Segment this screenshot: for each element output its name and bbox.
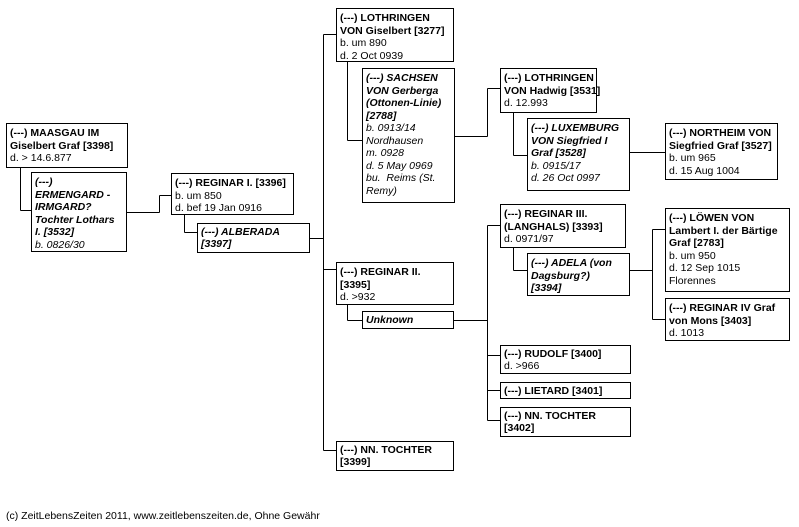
person-detail-line: d. > 14.6.877 bbox=[10, 152, 72, 164]
person-name-line: (---) REGINAR II. bbox=[340, 266, 421, 278]
person-name-line: [2788] bbox=[366, 109, 397, 122]
spouse-box-alberada: (---) ALBERADA[3397] bbox=[197, 223, 310, 253]
person-name-line: Graf [3528] bbox=[531, 147, 586, 159]
person-name-line: (---) ALBERADA bbox=[201, 226, 280, 238]
person-name-line: (LANGHALS) [3393] bbox=[504, 220, 603, 233]
person-detail-line: d. >966 bbox=[504, 360, 540, 372]
person-name-line: (---) MAASGAU IM bbox=[10, 127, 100, 139]
person-name-line: (---) ADELA (von bbox=[531, 257, 612, 269]
person-name-line: (---) LOTHRINGEN bbox=[504, 72, 594, 84]
person-detail-line: d. 2 Oct 0939 bbox=[340, 49, 404, 62]
person-detail-line: b. 0913/14 bbox=[366, 122, 416, 134]
person-name-line: (---) REGINAR IV Graf bbox=[669, 302, 776, 314]
person-detail-line: Nordhausen bbox=[366, 134, 424, 147]
person-detail-line: b. 0915/17 bbox=[531, 159, 581, 172]
person-detail-line: Florennes bbox=[669, 274, 716, 287]
person-box-rudolf: (---) RUDOLF [3400]d. >966 bbox=[500, 345, 631, 374]
person-name-line: VON Siegfried I bbox=[531, 134, 608, 147]
person-box-reginar2: (---) REGINAR II.[3395]d. >932 bbox=[336, 262, 454, 305]
person-detail-line: d. 1013 bbox=[669, 327, 705, 339]
person-name-line: (---) NN. TOCHTER bbox=[504, 410, 596, 422]
person-detail-line: Remy) bbox=[366, 184, 397, 197]
person-detail-line: d. bef 19 Jan 0916 bbox=[175, 202, 262, 214]
copyright-footer: (c) ZeitLebensZeiten 2011, www.zeitleben… bbox=[6, 510, 320, 522]
person-detail-line: b. 0826/30 bbox=[35, 238, 85, 251]
person-name-line: (---) LÖWEN VON bbox=[669, 212, 755, 224]
person-name-line: (---) NN. TOCHTER bbox=[340, 444, 432, 456]
person-detail-line: d. 5 May 0969 bbox=[366, 159, 433, 172]
person-detail-line: d. 15 Aug 1004 bbox=[669, 164, 740, 177]
person-name-line: von Mons [3403] bbox=[669, 314, 752, 327]
person-box-nn-tochter-3402: (---) NN. TOCHTER[3402] bbox=[500, 407, 631, 437]
person-name-line: [3399] bbox=[340, 456, 371, 468]
person-detail-line: b. um 950 bbox=[669, 249, 716, 262]
spouse-box-unknown: Unknown bbox=[362, 311, 454, 329]
person-name-line: ERMENGARD - bbox=[35, 188, 111, 201]
person-name-line: (---) bbox=[35, 176, 53, 188]
person-detail-line: d. 26 Oct 0997 bbox=[531, 172, 600, 184]
person-detail-line: d. 12 Sep 1015 bbox=[669, 262, 741, 274]
person-name-line: Siegfried Graf [3527] bbox=[669, 139, 772, 152]
person-name-line: (---) RUDOLF [3400] bbox=[504, 348, 602, 360]
person-box-nn-tochter-3399: (---) NN. TOCHTER[3399] bbox=[336, 441, 454, 471]
person-name-line: VON Giselbert [3277] bbox=[340, 24, 445, 37]
person-name-line: Unknown bbox=[366, 314, 414, 326]
person-name-line: [3395] bbox=[340, 278, 371, 291]
person-name-line: Lambert I. der Bärtige bbox=[669, 224, 778, 237]
person-name-line: VON Hadwig [3531] bbox=[504, 84, 601, 97]
person-name-line: Graf [2783] bbox=[669, 237, 724, 249]
person-box-reginar3: (---) REGINAR III.(LANGHALS) [3393]d. 09… bbox=[500, 204, 626, 248]
person-name-line: (---) REGINAR III. bbox=[504, 208, 588, 220]
person-name-line: [3397] bbox=[201, 238, 232, 250]
person-name-line: VON Gerberga bbox=[366, 84, 439, 97]
person-name-line: I. [3532] bbox=[35, 226, 75, 238]
person-detail-line: b. um 850 bbox=[175, 189, 222, 202]
person-detail-line: d. 12.993 bbox=[504, 97, 548, 109]
person-name-line: Giselbert Graf [3398] bbox=[10, 139, 114, 152]
person-detail-line: b. um 890 bbox=[340, 37, 387, 49]
person-detail-line: d. >932 bbox=[340, 291, 376, 303]
person-name-line: Dagsburg?) bbox=[531, 269, 590, 282]
person-name-line: (---) SACHSEN bbox=[366, 72, 438, 84]
person-name-line: IRMGARD? bbox=[35, 201, 92, 213]
person-name-line: [3402] bbox=[504, 422, 535, 434]
person-name-line: (---) LOTHRINGEN bbox=[340, 12, 430, 24]
person-name-line: (---) NORTHEIM VON bbox=[669, 127, 772, 139]
person-name-line: Tochter Lothars bbox=[35, 213, 115, 226]
person-name-line: (---) LUXEMBURG bbox=[531, 122, 620, 134]
person-name-line: (Ottonen-Linie) bbox=[366, 97, 442, 109]
person-detail-line: d. 0971/97 bbox=[504, 233, 554, 245]
person-name-line: (---) LIETARD [3401] bbox=[504, 385, 603, 397]
person-detail-line: m. 0928 bbox=[366, 147, 404, 159]
person-detail-line: b. um 965 bbox=[669, 152, 716, 164]
person-detail-line: bu. Reims (St. bbox=[366, 172, 436, 184]
person-box-lietard: (---) LIETARD [3401] bbox=[500, 382, 631, 399]
person-name-line: [3394] bbox=[531, 282, 562, 294]
person-name-line: (---) REGINAR I. [3396] bbox=[175, 177, 286, 189]
